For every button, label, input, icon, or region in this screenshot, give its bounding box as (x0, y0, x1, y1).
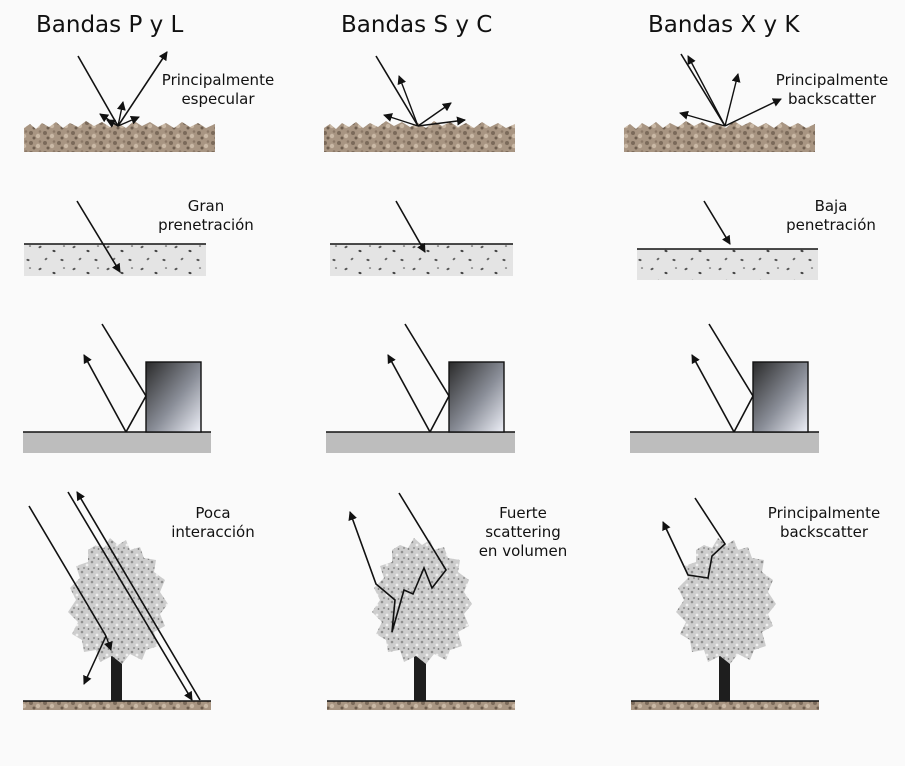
column-title-pl: Bandas P y L (36, 12, 184, 38)
row3-col1-double-bounce (23, 323, 211, 453)
row2-col3-penetration (637, 200, 818, 280)
row3-col3-double-bounce (630, 323, 819, 453)
row1-col2-surface (324, 55, 515, 152)
row4-col2-tree (327, 492, 515, 710)
row2-col2-penetration (330, 200, 513, 276)
row3-col2-double-bounce (326, 323, 515, 453)
column-title-xk: Bandas X y K (648, 12, 800, 38)
row1-col3-surface (624, 53, 815, 152)
row2-col1-penetration (24, 200, 206, 276)
column-title-sc: Bandas S y C (341, 12, 493, 38)
row4-col1-tree (23, 491, 211, 710)
row1-col1-surface (24, 51, 215, 152)
row4-col3-tree (631, 497, 819, 710)
